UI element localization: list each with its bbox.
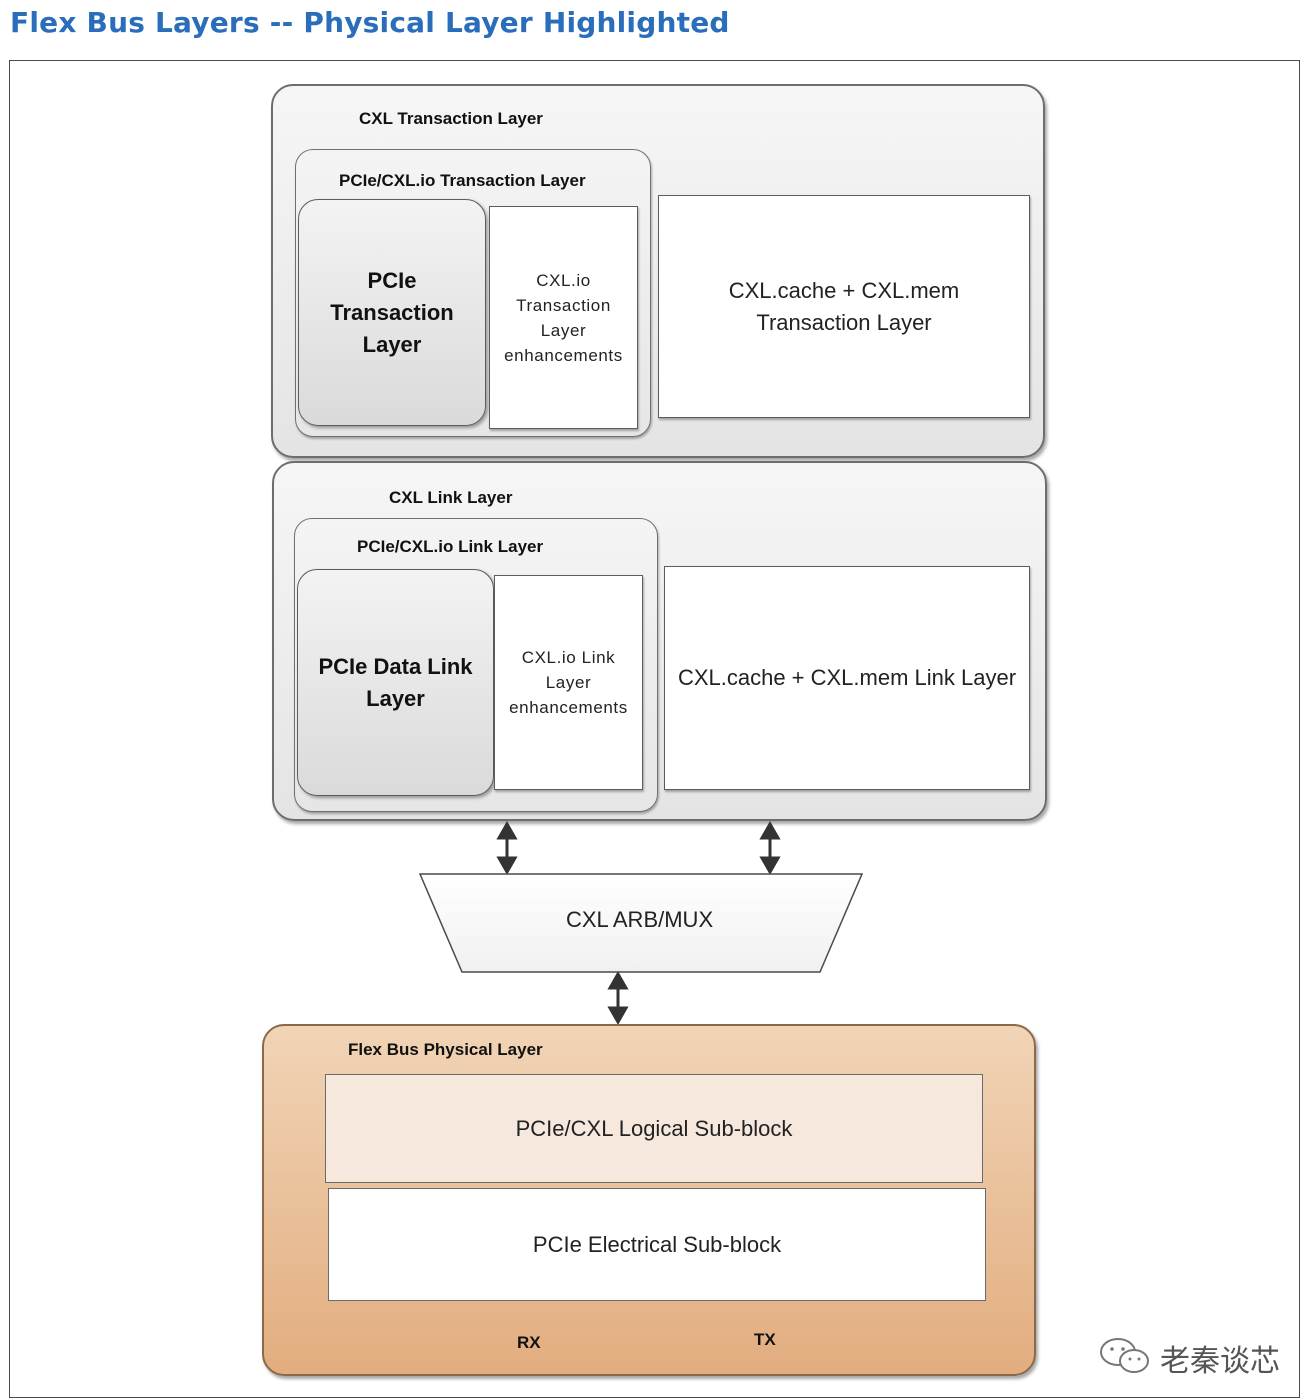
watermark-text: 老秦谈芯 — [1160, 1344, 1280, 1379]
double-arrow-icon — [607, 970, 629, 1026]
rx-label: RX — [517, 1333, 541, 1352]
pcie-transaction-layer-box: PCIe Transaction Layer — [298, 199, 486, 426]
logical-sub-block-box: PCIe/CXL Logical Sub-block — [325, 1074, 983, 1183]
cxl-link-layer-label: CXL Link Layer — [389, 488, 513, 507]
arb-mux-trapezoid — [418, 873, 864, 973]
tx-label: TX — [754, 1330, 776, 1349]
pcie-cxlio-transaction-layer-label: PCIe/CXL.io Transaction Layer — [339, 171, 586, 190]
cxlio-link-enhancements-box: CXL.io Link Layer enhancements — [494, 575, 643, 790]
flex-bus-physical-layer-label: Flex Bus Physical Layer — [348, 1040, 543, 1059]
pcie-cxlio-link-layer-label: PCIe/CXL.io Link Layer — [357, 537, 544, 556]
cxlio-transaction-enhancements-box: CXL.io Transaction Layer enhancements — [489, 206, 638, 429]
wechat-icon — [1100, 1338, 1149, 1373]
double-arrow-icon — [759, 820, 781, 876]
cxl-transaction-layer-label: CXL Transaction Layer — [359, 109, 543, 128]
electrical-sub-block-box: PCIe Electrical Sub-block — [328, 1188, 986, 1301]
cxl-cache-mem-link-box: CXL.cache + CXL.mem Link Layer — [664, 566, 1030, 790]
arb-mux-label: CXL ARB/MUX — [566, 907, 714, 932]
pcie-data-link-layer-box: PCIe Data Link Layer — [297, 569, 494, 796]
double-arrow-icon — [496, 820, 518, 876]
page-title: Flex Bus Layers -- Physical Layer Highli… — [10, 6, 730, 39]
cxl-cache-mem-transaction-box: CXL.cache + CXL.mem Transaction Layer — [658, 195, 1030, 418]
diagram-frame — [9, 60, 1300, 1398]
